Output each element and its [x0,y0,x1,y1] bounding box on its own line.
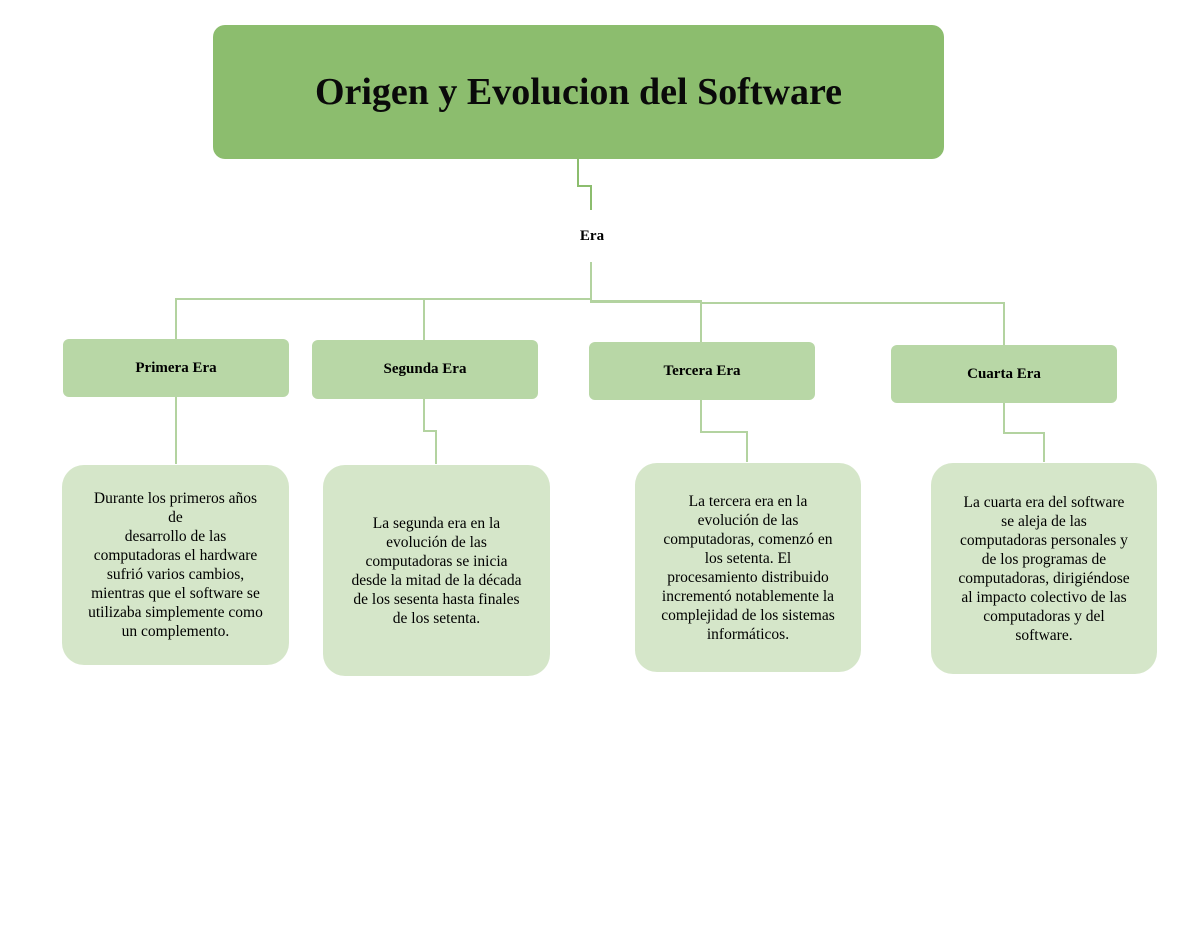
era-description-primera: Durante los primeros años de desarrollo … [62,465,289,665]
connector [175,397,177,464]
era-header-label: Cuarta Era [967,365,1041,382]
era-description-text: Durante los primeros años de desarrollo … [88,490,263,640]
era-header-label: Segunda Era [383,361,467,377]
title-node: Origen y Evolucion del Software [213,25,944,159]
era-connector-label: Era [579,228,605,244]
era-header-primera: Primera Era [63,339,289,397]
era-header-label: Tercera Era [663,362,741,379]
connector [700,302,702,342]
connector [590,262,592,302]
diagram-title: Origen y Evolucion del Software [314,71,843,113]
era-description-text: La segunda era en la evolución de las co… [351,514,522,627]
era-description-text: La tercera era en la evolución de las co… [661,492,835,643]
connector [175,298,177,339]
era-description-cuarta: La cuarta era del software se aleja de l… [931,463,1157,674]
connector [1043,432,1045,462]
connector [423,298,425,340]
connector [577,159,579,186]
connector [700,302,1005,304]
connector [577,185,592,187]
era-description-text: La cuarta era del software se aleja de l… [958,493,1130,644]
connector [590,185,592,210]
era-header-tercera: Tercera Era [589,342,815,400]
connector [1003,302,1005,345]
era-header-segunda: Segunda Era [312,340,538,399]
era-description-segunda: La segunda era en la evolución de las co… [323,465,550,676]
era-header-cuarta: Cuarta Era [891,345,1117,403]
connector [590,300,702,303]
connector [423,430,437,432]
connector [1003,403,1005,433]
connector [700,431,748,433]
era-header-label: Primera Era [135,359,217,376]
connector [435,430,437,464]
connector [700,400,702,432]
connector [746,431,748,462]
connector [1003,432,1045,434]
connector [423,399,425,431]
connector [175,298,591,300]
era-description-tercera: La tercera era en la evolución de las co… [635,463,861,672]
